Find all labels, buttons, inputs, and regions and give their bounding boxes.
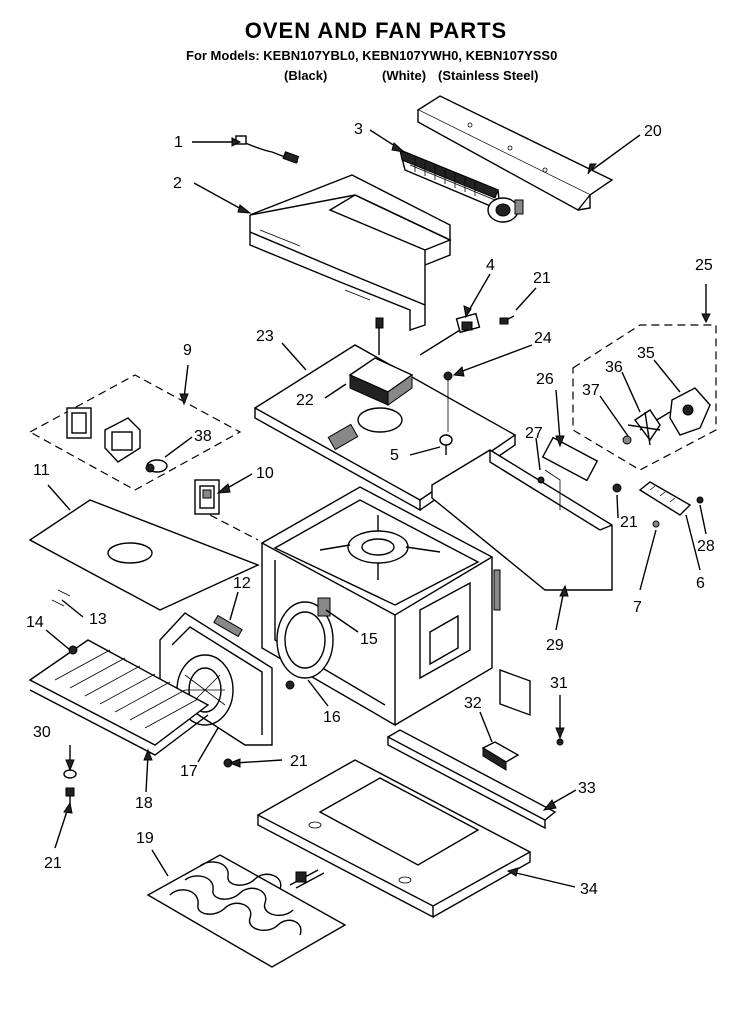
part-oven-cavity bbox=[260, 486, 501, 727]
callout-27: 27 bbox=[525, 425, 543, 442]
callout-36: 36 bbox=[605, 359, 623, 376]
part-switch-plate bbox=[194, 479, 220, 515]
callout-28: 28 bbox=[697, 538, 715, 555]
callout-30: 30 bbox=[33, 724, 51, 741]
part-bottom-bracket bbox=[386, 729, 564, 830]
callout-37: 37 bbox=[582, 382, 600, 399]
leader-lines bbox=[45, 129, 711, 888]
part-top-channel bbox=[416, 95, 614, 211]
part-limiter bbox=[419, 312, 515, 356]
callout-2: 2 bbox=[173, 175, 182, 192]
part-terminal-block bbox=[638, 481, 704, 516]
callout-34: 34 bbox=[580, 881, 598, 898]
callout-12: 12 bbox=[233, 575, 251, 592]
diagram-title: OVEN AND FAN PARTS bbox=[244, 18, 508, 43]
part-bake-element bbox=[146, 854, 347, 968]
callout-19: 19 bbox=[136, 830, 154, 847]
callout-5: 5 bbox=[390, 447, 399, 464]
group-fan-motor bbox=[572, 324, 717, 471]
callout-31: 31 bbox=[550, 675, 568, 692]
part-rear-panel bbox=[431, 436, 660, 716]
callout-6: 6 bbox=[696, 575, 705, 592]
part-top-duct bbox=[249, 174, 452, 331]
callout-1: 1 bbox=[174, 134, 183, 151]
callout-21-bottom: 21 bbox=[44, 855, 62, 872]
callout-14: 14 bbox=[26, 614, 44, 631]
callout-21-top: 21 bbox=[533, 270, 551, 287]
callout-32: 32 bbox=[464, 695, 482, 712]
callout-22: 22 bbox=[296, 392, 314, 409]
part-bottom-panel bbox=[28, 499, 260, 611]
callout-4: 4 bbox=[486, 257, 495, 274]
part-sensor bbox=[439, 371, 453, 455]
callout-21-mid: 21 bbox=[290, 753, 308, 770]
callout-35: 35 bbox=[637, 345, 655, 362]
callout-3: 3 bbox=[354, 121, 363, 138]
color-stainless: (Stainless Steel) bbox=[438, 68, 539, 83]
callout-29: 29 bbox=[546, 637, 564, 654]
callout-10: 10 bbox=[256, 465, 274, 482]
color-black: (Black) bbox=[284, 68, 328, 83]
model-numbers: For Models: KEBN107YBL0, KEBN107YWH0, KE… bbox=[186, 48, 558, 63]
callout-38: 38 bbox=[194, 428, 212, 445]
callout-11: 11 bbox=[33, 462, 50, 479]
callout-21-right: 21 bbox=[620, 514, 638, 531]
color-white: (White) bbox=[382, 68, 427, 83]
callout-16: 16 bbox=[323, 709, 341, 726]
callout-9: 9 bbox=[183, 342, 192, 359]
callout-18: 18 bbox=[135, 795, 153, 812]
callout-20: 20 bbox=[644, 123, 662, 140]
callout-15: 15 bbox=[360, 631, 378, 648]
part-power-cord bbox=[235, 135, 300, 164]
callout-33: 33 bbox=[578, 780, 596, 797]
callout-26: 26 bbox=[536, 371, 554, 388]
callout-24: 24 bbox=[534, 330, 552, 347]
callout-7: 7 bbox=[633, 599, 642, 616]
part-thermal-box bbox=[348, 317, 414, 406]
group-light-assembly bbox=[28, 374, 242, 491]
part-bottom-cover bbox=[256, 759, 532, 919]
part-blower bbox=[398, 148, 524, 223]
callout-23: 23 bbox=[256, 328, 274, 345]
callout-25: 25 bbox=[695, 257, 713, 274]
part-oven-rack bbox=[28, 639, 210, 756]
callout-13: 13 bbox=[89, 611, 107, 628]
callout-17: 17 bbox=[180, 763, 198, 780]
callout-labels: 1 2 3 20 4 21 25 23 24 9 22 36 35 26 37 … bbox=[26, 121, 715, 898]
part-fan-shroud bbox=[276, 597, 334, 690]
